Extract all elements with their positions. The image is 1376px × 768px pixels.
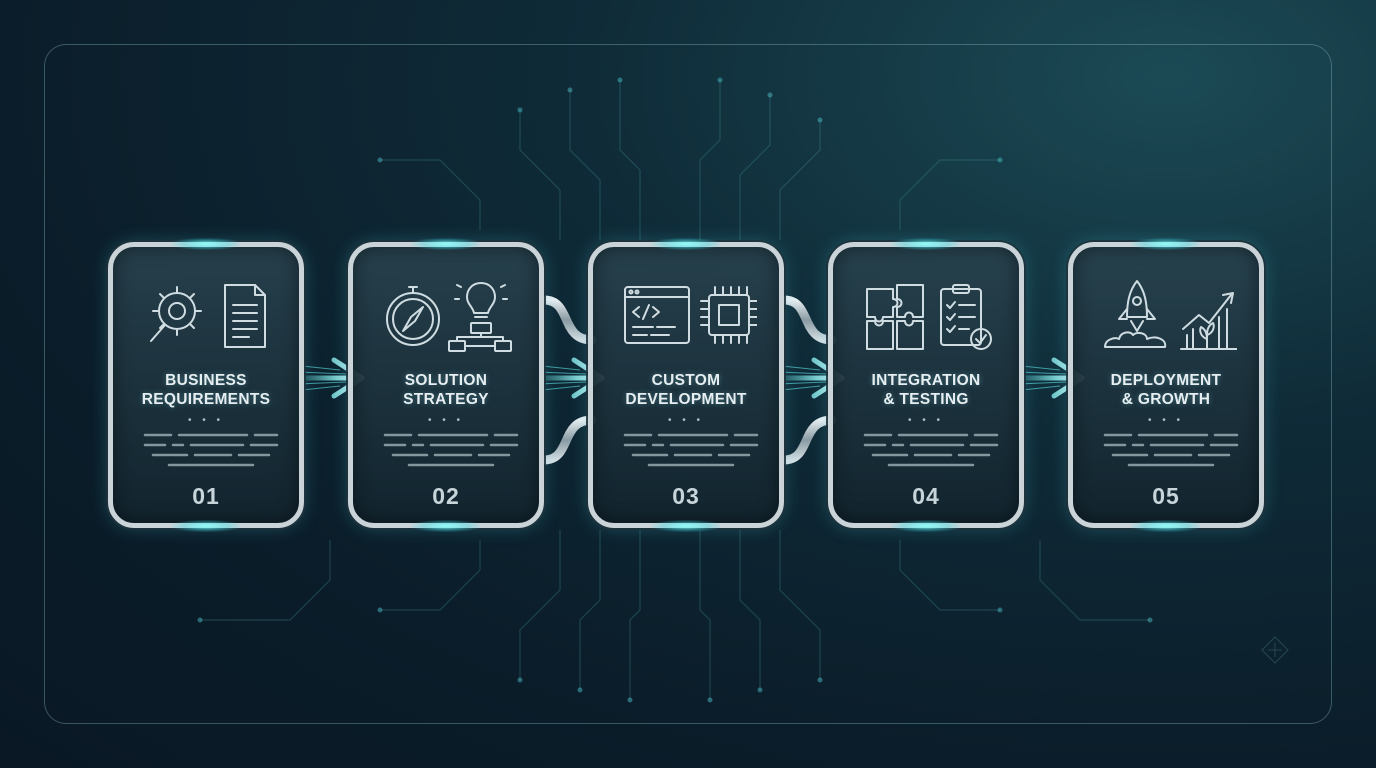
compass-icon <box>386 286 440 346</box>
dots-indicator: • • • <box>1147 415 1185 426</box>
placeholder-text-lines <box>383 433 519 467</box>
step-icons <box>593 277 779 357</box>
step-number: 01 <box>192 483 220 509</box>
step-icons <box>1073 277 1259 357</box>
step-card-5: DEPLOYMENT& GROWTH • • • 05 <box>1068 242 1264 528</box>
lightbulb-flowchart-icon <box>448 282 512 352</box>
growth-chart-icon <box>1180 292 1237 350</box>
outer-frame <box>44 44 1332 724</box>
placeholder-text-lines <box>143 433 279 467</box>
step-title: DEPLOYMENT& GROWTH <box>1110 372 1222 408</box>
step-number: 02 <box>432 483 460 509</box>
dots-indicator: • • • <box>187 415 225 426</box>
placeholder-text-lines <box>623 433 759 467</box>
document-icon <box>224 284 266 348</box>
rocket-icon <box>1104 280 1167 348</box>
code-window-icon <box>624 286 690 344</box>
step-card-4: INTEGRATION& TESTING • • • 04 <box>828 242 1024 528</box>
step-icons <box>833 277 1019 357</box>
step-icons <box>353 277 539 357</box>
step-number: 04 <box>912 483 940 509</box>
dots-indicator: • • • <box>667 415 705 426</box>
dots-indicator: • • • <box>427 415 465 426</box>
gear-magnifier-icon <box>150 286 202 342</box>
dots-indicator: • • • <box>907 415 945 426</box>
step-number: 03 <box>672 483 700 509</box>
step-title: INTEGRATION& TESTING <box>871 372 981 408</box>
microchip-icon <box>700 286 757 344</box>
step-icons <box>113 277 299 357</box>
step-number: 05 <box>1152 483 1180 509</box>
placeholder-text-lines <box>863 433 999 467</box>
puzzle-icon <box>866 284 924 350</box>
checklist-icon <box>940 284 992 350</box>
placeholder-text-lines <box>1103 433 1239 467</box>
